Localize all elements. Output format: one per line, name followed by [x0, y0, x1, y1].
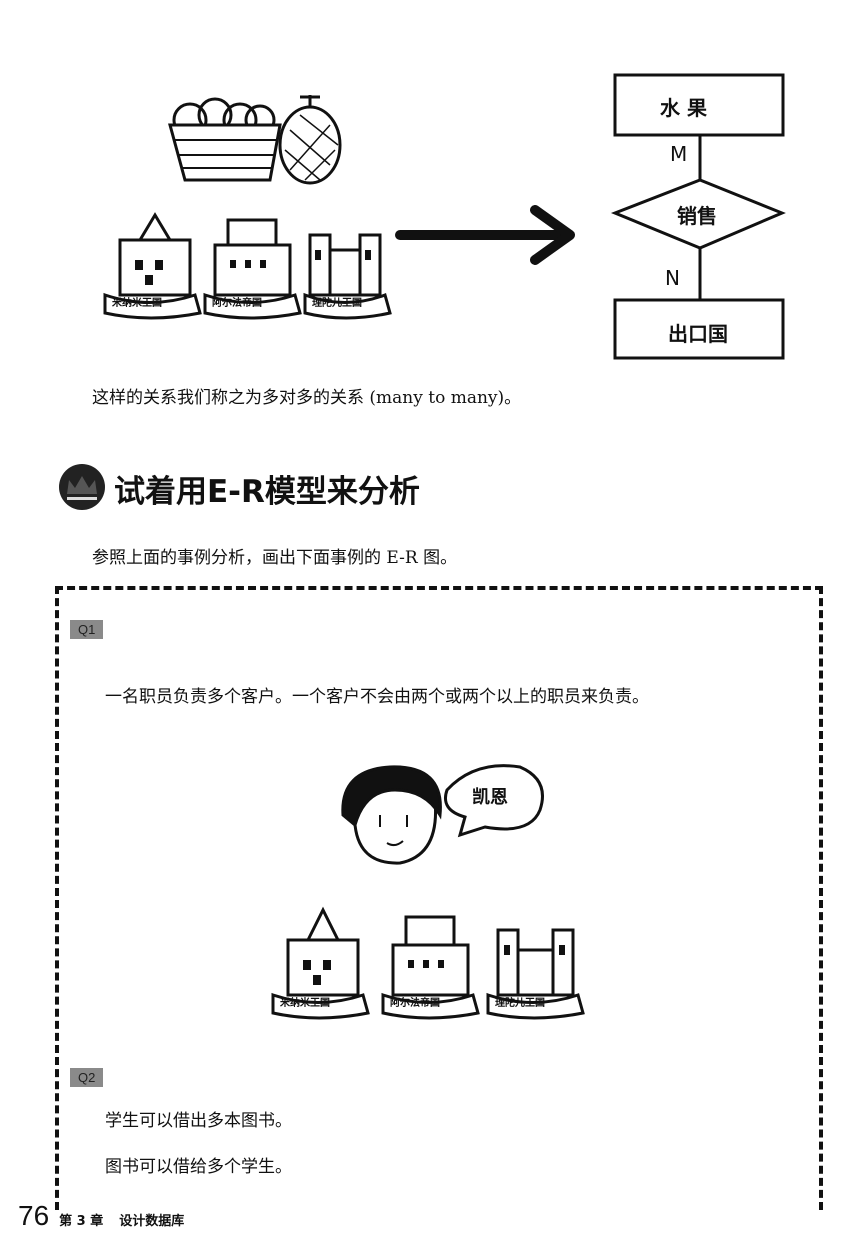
relationship-sales: 销售 [677, 204, 717, 228]
er-diagram [610, 73, 786, 360]
person-illustration [341, 764, 544, 865]
castle-label: 理陀儿王国 [495, 998, 545, 1009]
castle-label: 米纳米王国 [112, 298, 162, 309]
castles-illustration [103, 212, 392, 320]
section-title: 试着用E-R模型来分析 [114, 474, 420, 510]
q2-label: Q2 [70, 1068, 104, 1087]
arrow-right-icon [395, 205, 575, 265]
cardinality-n: N [665, 266, 680, 290]
section-intro: 参照上面的事例分析，画出下面事例的 E-R 图。 [92, 548, 458, 568]
q2-line: 图书可以借给多个学生。 [105, 1157, 292, 1177]
castle-label: 阿尔法帝国 [212, 298, 262, 309]
chapter-title: 设计数据库 [119, 1214, 185, 1229]
page-footer: 76 第 3 章 设计数据库 [18, 1200, 184, 1232]
entity-fruit: 水 果 [660, 96, 707, 120]
speech-bubble-name: 凯恩 [472, 787, 508, 808]
castle-label: 阿尔法帝国 [390, 998, 440, 1009]
fruit-basket-illustration [168, 95, 342, 185]
caption: 这样的关系我们称之为多对多的关系 (many to many)。 [92, 388, 522, 408]
exercise-box [55, 586, 823, 1210]
castle-label: 理陀儿王国 [312, 298, 362, 309]
castle-label: 米纳米王国 [280, 998, 330, 1009]
q2-line: 学生可以借出多本图书。 [105, 1111, 292, 1131]
castles-illustration [271, 906, 585, 1020]
page-number: 76 [18, 1200, 50, 1231]
crown-icon [59, 464, 105, 510]
chapter-number: 第 3 章 [59, 1214, 104, 1229]
q1-label: Q1 [70, 620, 104, 639]
q1-text: 一名职员负责多个客户。一个客户不会由两个或两个以上的职员来负责。 [105, 687, 649, 707]
cardinality-m: M [670, 142, 688, 166]
entity-exporter: 出口国 [668, 322, 728, 346]
